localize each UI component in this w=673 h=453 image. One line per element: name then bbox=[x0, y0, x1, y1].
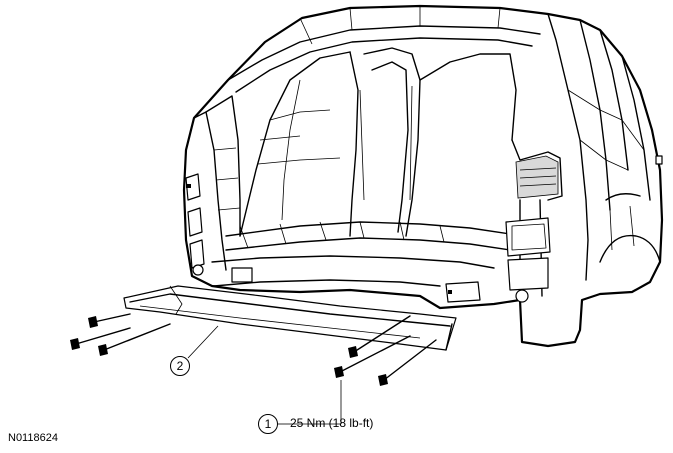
torque-spec-label: 25 Nm (18 lb-ft) bbox=[290, 416, 374, 430]
figure-id-label: N0118624 bbox=[8, 432, 58, 444]
bolt-icon bbox=[348, 315, 411, 358]
bolt-set bbox=[70, 313, 437, 386]
bolt-icon bbox=[88, 313, 131, 328]
vehicle-body-shell bbox=[182, 4, 664, 348]
bolt-icon bbox=[378, 339, 437, 386]
bumper-reinforcement bbox=[123, 285, 457, 351]
bolt-icon bbox=[98, 323, 171, 356]
callout-2-marker: 2 bbox=[170, 356, 190, 376]
leader-lines bbox=[187, 325, 342, 425]
bolt-icon bbox=[70, 327, 131, 350]
callout-1-marker: 1 bbox=[258, 414, 278, 434]
bolt-icon bbox=[334, 335, 411, 378]
